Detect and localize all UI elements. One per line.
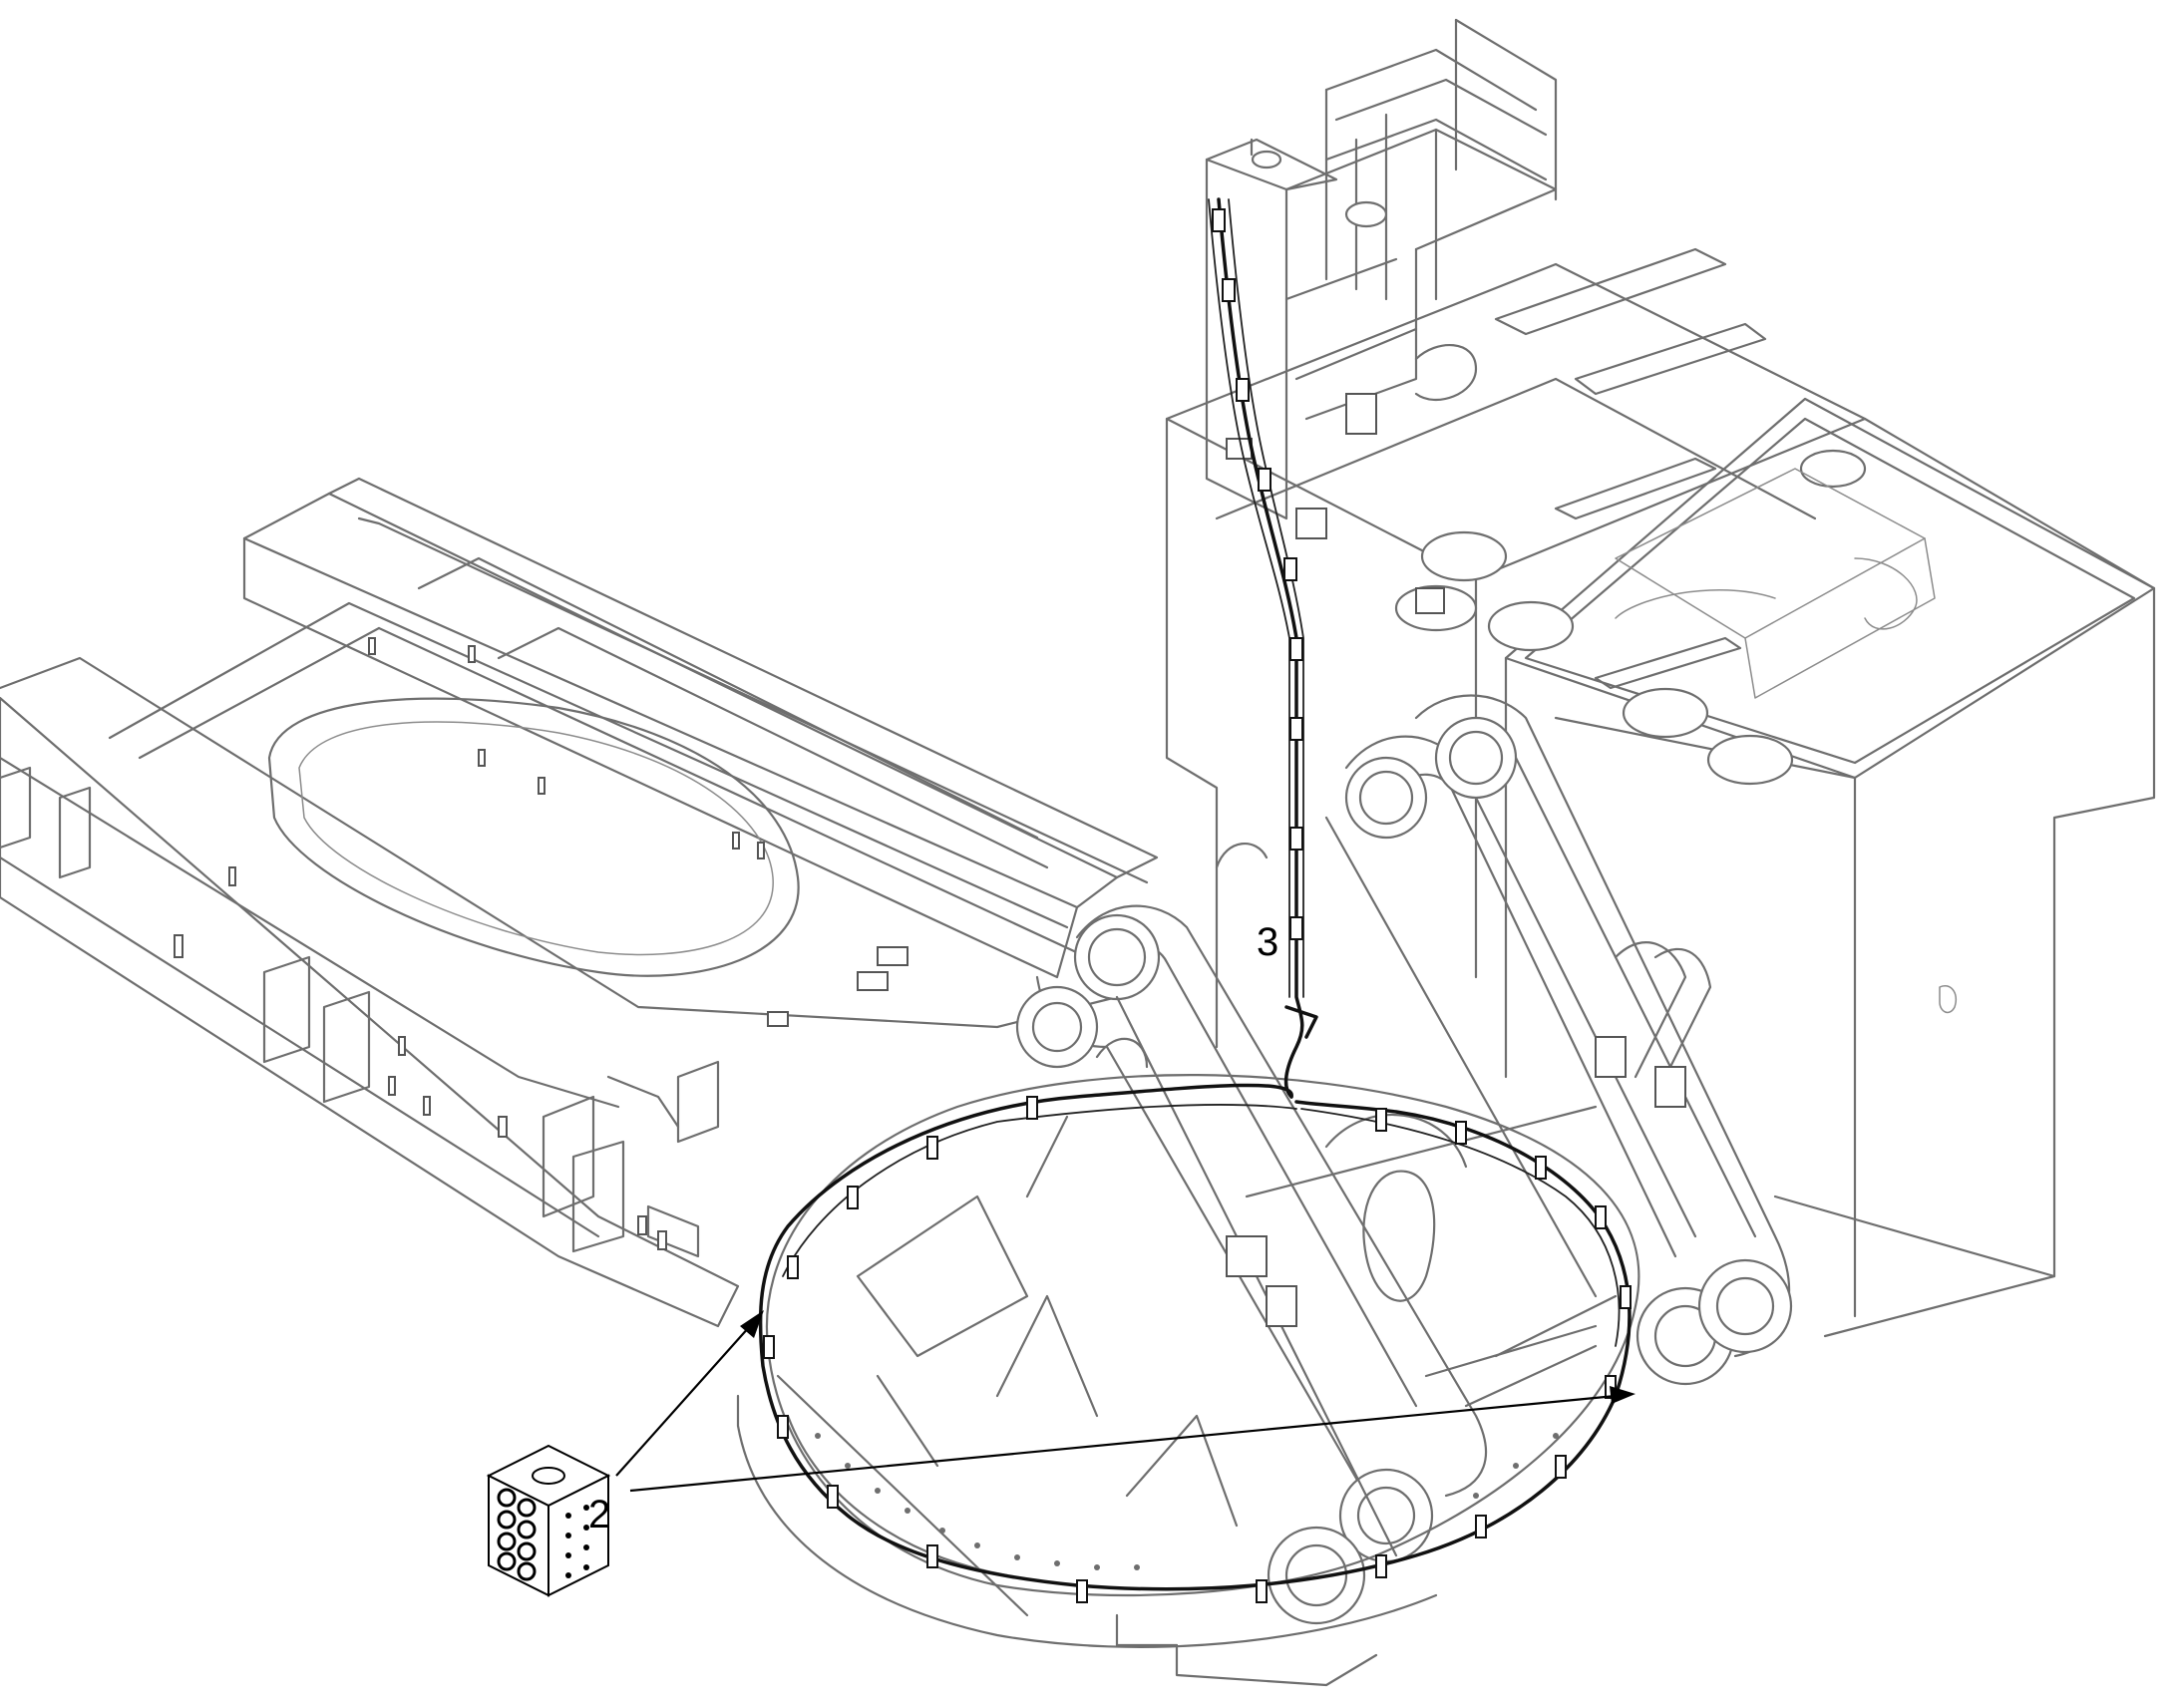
upper-platform (1205, 18, 1558, 614)
slewing-ring-base (736, 1074, 1640, 1687)
hose-clamps (763, 208, 1632, 1603)
distributor-block-icon (486, 1444, 611, 1597)
bolt-circle (815, 1433, 1559, 1570)
callout-3-label: 3 (1257, 920, 1278, 964)
main-boom-structure (1015, 694, 1793, 1625)
right-box-structure (1165, 247, 2156, 1338)
callout-2-leaders (615, 1310, 1635, 1493)
hose-assembly (758, 197, 1632, 1603)
frame-slots (174, 637, 908, 1250)
callout-2-label: 2 (588, 1493, 610, 1537)
left-chassis-frame (0, 477, 1159, 1328)
